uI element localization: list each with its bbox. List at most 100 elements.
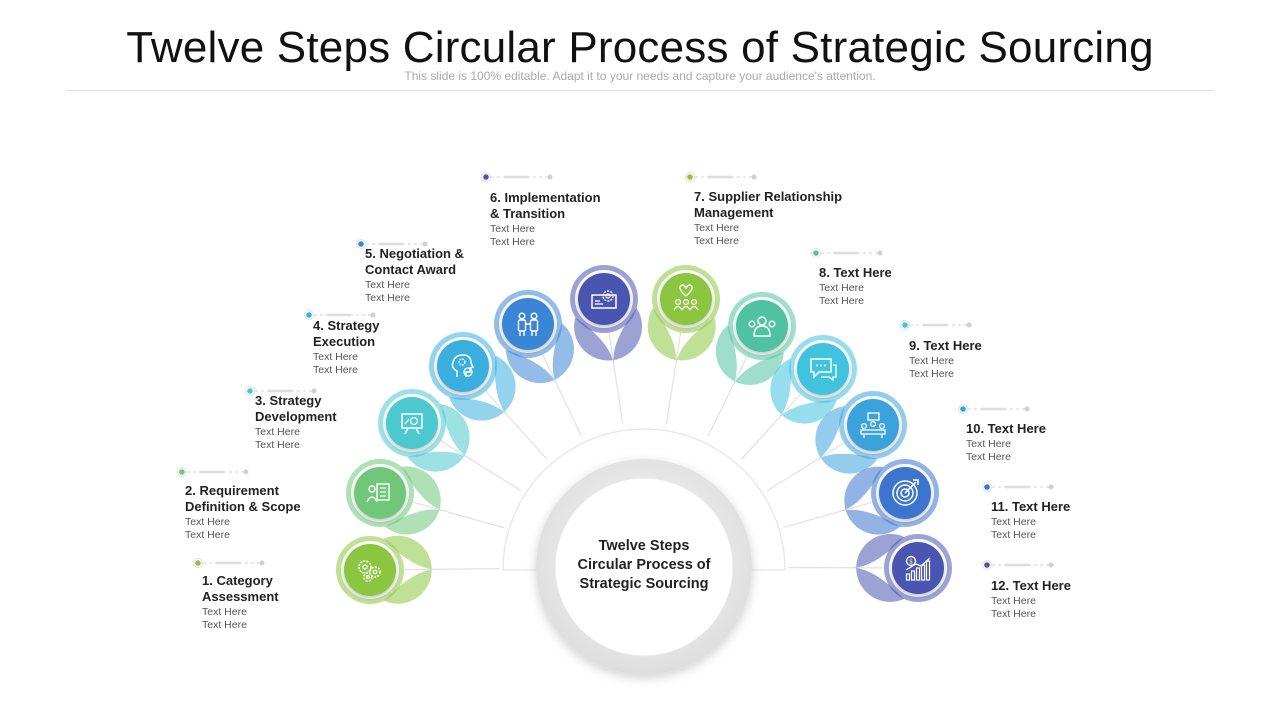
step-title: 1. Category Assessment xyxy=(202,573,279,604)
step-pin-10 xyxy=(815,391,907,474)
label-connectors xyxy=(177,172,1054,570)
connector-9 xyxy=(900,320,972,330)
step-pin-1 xyxy=(336,535,436,604)
connector-10 xyxy=(958,404,1030,414)
step-title: 8. Text Here xyxy=(819,265,892,280)
connector-6 xyxy=(481,172,553,182)
connector-1 xyxy=(193,558,265,568)
step-text-line: Text Here xyxy=(185,529,230,541)
meeting-icon xyxy=(860,412,886,438)
connector-3 xyxy=(245,386,317,396)
step-pin-2 xyxy=(346,459,444,535)
handshake-people-icon xyxy=(517,312,539,336)
pin-drop xyxy=(383,535,436,604)
step-text-line: Text Here xyxy=(365,279,410,291)
connector-5 xyxy=(356,239,428,249)
step-title: 5. Negotiation & Contact Award xyxy=(365,246,464,277)
pin-drop xyxy=(384,466,444,535)
team-heart-icon xyxy=(673,284,699,311)
step-pins: $ xyxy=(336,265,952,604)
spoke-line xyxy=(412,501,505,529)
spoke-line xyxy=(440,440,522,492)
step-text-line: Text Here xyxy=(694,222,739,234)
step-text-line: Text Here xyxy=(966,438,1011,450)
step-title: 12. Text Here xyxy=(991,578,1071,593)
step-text-line: Text Here xyxy=(991,529,1036,541)
step-title: 10. Text Here xyxy=(966,421,1046,436)
step-title: 3. Strategy Development xyxy=(255,393,337,424)
pin-core xyxy=(437,340,489,392)
step-text-line: Text Here xyxy=(909,368,954,380)
step-text-line: Text Here xyxy=(255,426,300,438)
step-text-line: Text Here xyxy=(909,355,954,367)
pin-core xyxy=(847,399,899,451)
spoke-line xyxy=(740,393,801,460)
connector-2 xyxy=(177,467,249,477)
users-group-icon xyxy=(748,316,776,337)
step-text-line: Text Here xyxy=(819,295,864,307)
head-gears-icon xyxy=(451,354,475,377)
step-text-line: Text Here xyxy=(819,282,864,294)
spoke-line xyxy=(403,567,500,571)
center-disc xyxy=(554,477,734,657)
center-label: Twelve Steps Circular Process of Strateg… xyxy=(577,538,711,592)
spoke-line xyxy=(608,332,624,424)
pin-drop xyxy=(574,308,643,365)
step-pin-11 xyxy=(841,459,939,535)
step-text-line: Text Here xyxy=(991,595,1036,607)
pin-drop xyxy=(505,323,574,384)
pin-drop xyxy=(449,355,516,421)
spoke-line xyxy=(707,356,748,438)
step-text-line: Text Here xyxy=(202,619,247,631)
spoke-line xyxy=(783,501,873,529)
growth-chart-icon: $ xyxy=(905,555,931,581)
step-title: 6. Implementation & Transition xyxy=(490,190,601,221)
gear-cluster-icon xyxy=(358,560,381,582)
step-pin-6 xyxy=(570,265,643,365)
spoke-line xyxy=(485,390,548,460)
pin-drop xyxy=(841,466,901,535)
pin-drop xyxy=(852,533,905,602)
pin-drop xyxy=(770,358,837,424)
spoke-line xyxy=(542,354,583,437)
step-text-line: Text Here xyxy=(694,235,739,247)
step-text-line: Text Here xyxy=(313,364,358,376)
title-divider xyxy=(66,90,1214,91)
pin-core xyxy=(797,343,849,395)
connector-12 xyxy=(982,560,1054,570)
step-title: 9. Text Here xyxy=(909,338,982,353)
chat-bubbles-icon xyxy=(810,358,837,382)
pin-drop xyxy=(647,307,716,365)
step-title: 2. Requirement Definition & Scope xyxy=(185,483,301,514)
target-icon xyxy=(892,479,919,506)
step-title: 7. Supplier Relationship Management xyxy=(694,189,843,220)
step-pin-9 xyxy=(770,335,857,424)
step-text-line: Text Here xyxy=(202,606,247,618)
pin-core xyxy=(386,397,438,449)
gear-board-icon xyxy=(591,290,617,309)
presentation-board-icon xyxy=(401,413,423,435)
connector-7 xyxy=(685,172,757,182)
slide-title: Twelve Steps Circular Process of Strateg… xyxy=(126,23,1154,72)
step-text-line: Text Here xyxy=(255,439,300,451)
step-text-line: Text Here xyxy=(365,292,410,304)
spoke-line xyxy=(766,442,845,492)
spoke-line xyxy=(665,332,682,424)
step-pin-12: $ xyxy=(852,533,952,602)
person-checklist-icon xyxy=(366,483,390,503)
step-pin-8 xyxy=(715,292,796,386)
spoke-lines xyxy=(403,332,885,571)
step-pin-4 xyxy=(429,332,516,421)
pin-core xyxy=(578,273,630,325)
step-text-line: Text Here xyxy=(490,236,535,248)
